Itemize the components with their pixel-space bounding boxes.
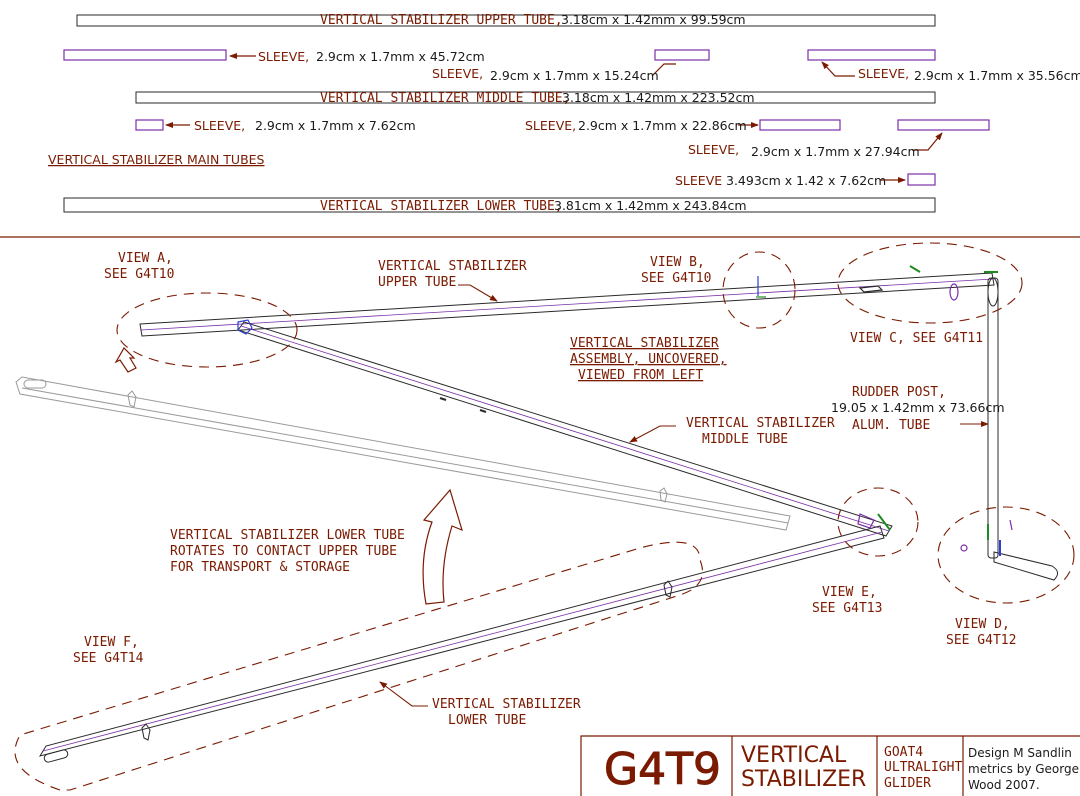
large-rotate-arrow-icon bbox=[422, 488, 463, 605]
lower-tube-label: VERTICAL STABILIZER LOWER TUBE, bbox=[320, 199, 563, 214]
sleeve-7-label: SLEEVE, bbox=[194, 118, 245, 133]
rotate-note-1: VERTICAL STABILIZER LOWER TUBE bbox=[170, 528, 405, 543]
main-tubes-heading: VERTICAL STABILIZER MAIN TUBES bbox=[48, 152, 265, 167]
middle-tube-label: VERTICAL STABILIZER MIDDLE TUBE, bbox=[320, 91, 570, 106]
project-line-2: ULTRALIGHT bbox=[884, 760, 962, 775]
rotation-arrows bbox=[114, 347, 463, 605]
rotate-note-2: ROTATES TO CONTACT UPPER TUBE bbox=[170, 544, 397, 559]
lower-tube-callout-1: VERTICAL STABILIZER bbox=[432, 697, 581, 712]
rudder-post-label-3: ALUM. TUBE bbox=[852, 418, 930, 433]
lower-tube-callout-2: LOWER TUBE bbox=[448, 713, 526, 728]
upper-tube-callout-1: VERTICAL STABILIZER bbox=[378, 259, 527, 274]
drawing-title-1: VERTICAL bbox=[741, 743, 847, 768]
view-f-ref: SEE G4T14 bbox=[73, 651, 144, 666]
view-e-ref: SEE G4T13 bbox=[812, 601, 882, 616]
view-e-ellipse bbox=[837, 487, 919, 557]
upper-tube-bar bbox=[76, 14, 936, 27]
sleeve-15-bar bbox=[654, 49, 710, 61]
sleeve-45-bar bbox=[63, 49, 227, 61]
drawing-title-2: STABILIZER bbox=[741, 767, 866, 792]
sleeve-35-label: SLEEVE, bbox=[858, 66, 909, 81]
view-d-label: VIEW D, bbox=[955, 617, 1010, 632]
rudder-post bbox=[987, 277, 1058, 581]
sleeve-27-bar bbox=[897, 119, 990, 131]
view-a-ref: SEE G4T10 bbox=[104, 267, 174, 282]
view-b-ellipse bbox=[722, 251, 796, 329]
credits-line-1: Design M Sandlin bbox=[968, 746, 1072, 760]
view-b-label: VIEW B, bbox=[650, 255, 705, 270]
sleeve-45-dims: 2.9cm x 1.7mm x 45.72cm bbox=[316, 49, 485, 64]
view-callouts bbox=[14, 242, 1075, 791]
middle-tube-bar bbox=[135, 91, 936, 104]
assembly-section: VIEW A, SEE G4T10 VIEW B, SEE G4T10 VIEW… bbox=[14, 242, 1075, 791]
project-line-1: GOAT4 bbox=[884, 745, 923, 760]
sleeve-15-label: SLEEVE, bbox=[432, 66, 483, 81]
sleeve-45-label: SLEEVE, bbox=[258, 49, 309, 64]
sleeve-22-dims: 2.9cm x 1.7mm x 22.86cm bbox=[578, 118, 747, 133]
upper-tube-dims: 3.18cm x 1.42mm x 99.59cm bbox=[561, 12, 746, 27]
small-rotate-arrow-icon bbox=[114, 347, 137, 373]
sleeve-35-bar bbox=[807, 49, 936, 61]
rotate-note-3: FOR TRANSPORT & STORAGE bbox=[170, 560, 350, 575]
sleeve-3493-dims: 3.493cm x 1.42 x 7.62cm bbox=[726, 173, 886, 188]
sleeve-3493-label: SLEEVE bbox=[675, 173, 722, 188]
drawing-number: G4T9 bbox=[604, 744, 721, 795]
credits-line-2: metrics by George bbox=[968, 762, 1079, 776]
credits-line-3: Wood 2007. bbox=[968, 778, 1040, 792]
assembly-note-3: VIEWED FROM LEFT bbox=[578, 368, 703, 383]
assembly-note-2: ASSEMBLY, UNCOVERED, bbox=[570, 352, 727, 367]
parts-list-section: VERTICAL STABILIZER UPPER TUBE, 3.18cm x… bbox=[48, 12, 1080, 214]
view-b-ref: SEE G4T10 bbox=[641, 271, 711, 286]
leader-lines bbox=[379, 284, 989, 707]
view-f-outline bbox=[14, 541, 704, 791]
sleeve-22-bar bbox=[759, 119, 841, 131]
upper-tube-assembly bbox=[139, 272, 995, 337]
upper-tube-callout-2: UPPER TUBE bbox=[378, 275, 456, 290]
sleeve-7-dims: 2.9cm x 1.7mm x 7.62cm bbox=[255, 118, 416, 133]
sleeve-35-dims: 2.9cm x 1.7mm x 35.56cm bbox=[914, 68, 1080, 83]
sleeve-27-label: SLEEVE, bbox=[688, 142, 739, 157]
sleeve-27-dims: 2.9cm x 1.7mm x 27.94cm bbox=[751, 144, 920, 159]
ghost-lower-tube bbox=[15, 376, 791, 531]
sleeve-15-leader bbox=[651, 63, 676, 77]
hardware-details bbox=[237, 265, 1013, 556]
sleeve-22-label: SLEEVE, bbox=[525, 118, 576, 133]
view-c-ellipse bbox=[837, 242, 1023, 324]
middle-tube-callout-1: VERTICAL STABILIZER bbox=[686, 416, 835, 431]
view-e-label: VIEW E, bbox=[822, 585, 877, 600]
sleeve-35-leader bbox=[821, 61, 855, 77]
project-line-3: GLIDER bbox=[884, 776, 931, 791]
sleeve-7-bar bbox=[135, 119, 164, 131]
sleeve-15-dims: 2.9cm x 1.7mm x 15.24cm bbox=[490, 68, 659, 83]
lower-tube-assembly bbox=[38, 525, 885, 763]
middle-tube-assembly bbox=[237, 321, 893, 537]
rudder-post-label-2: 19.05 x 1.42mm x 73.66cm bbox=[831, 400, 1005, 415]
sleeve-27-leader bbox=[912, 132, 943, 151]
view-c-label: VIEW C, SEE G4T11 bbox=[850, 331, 983, 346]
rudder-post-label-1: RUDDER POST, bbox=[852, 385, 946, 400]
view-a-label: VIEW A, bbox=[118, 251, 173, 266]
middle-tube-callout-2: MIDDLE TUBE bbox=[702, 432, 788, 447]
view-a-ellipse bbox=[116, 292, 298, 368]
middle-tube-dims: 3.18cm x 1.42mm x 223.52cm bbox=[562, 90, 755, 105]
upper-tube-label: VERTICAL STABILIZER UPPER TUBE, bbox=[320, 13, 563, 28]
view-d-ref: SEE G4T12 bbox=[946, 633, 1016, 648]
assembly-note-1: VERTICAL STABILIZER bbox=[570, 336, 719, 351]
lower-tube-bar bbox=[63, 197, 936, 213]
lower-tube-dims: 3.81cm x 1.42mm x 243.84cm bbox=[554, 198, 747, 213]
title-block: G4T9 VERTICAL STABILIZER GOAT4 ULTRALIGH… bbox=[580, 735, 1080, 796]
view-d-ellipse bbox=[937, 506, 1075, 604]
sleeve-3493-bar bbox=[907, 173, 936, 186]
view-f-label: VIEW F, bbox=[84, 635, 139, 650]
